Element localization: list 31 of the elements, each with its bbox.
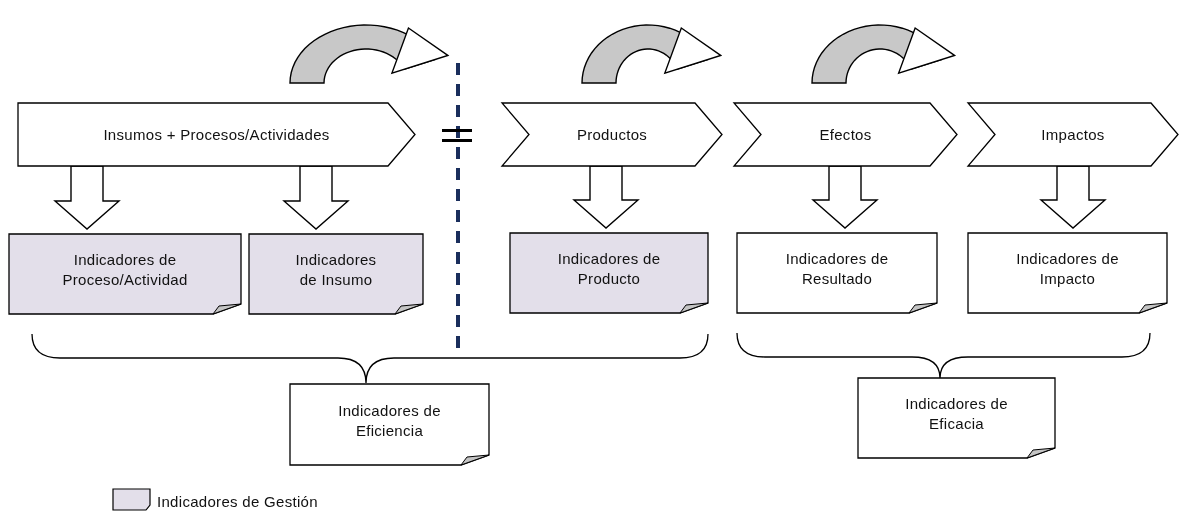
- stage-label: Efectos: [818, 124, 873, 145]
- indicator-label: Indicadores de Resultado: [784, 249, 890, 289]
- indicator-label: Indicadores de Impacto: [1015, 249, 1120, 289]
- note-shape: [249, 234, 423, 314]
- indicator-label: Indicadores de Insumo: [294, 250, 378, 290]
- curved-arrow: [581, 24, 723, 84]
- chevron-shape: [734, 103, 957, 166]
- curved-arrow: [811, 24, 957, 84]
- chevron-shape: [502, 103, 722, 166]
- note-shape: [858, 378, 1055, 458]
- block-arrow: [811, 165, 879, 229]
- indicator-label: Indicadores de Proceso/Actividad: [61, 250, 189, 290]
- block-arrow: [572, 165, 640, 229]
- chevron-shape: [18, 103, 415, 166]
- block-arrow: [53, 165, 121, 230]
- note-shape: [290, 384, 489, 465]
- note-shape: [737, 233, 937, 313]
- stage-label: Insumos + Procesos/Actividades: [102, 124, 331, 145]
- note-shape: [510, 233, 708, 313]
- curved-arrow: [289, 24, 450, 84]
- block-arrow: [282, 165, 350, 230]
- note-shape: [968, 233, 1167, 313]
- indicator-label: Indicadores de Eficacia: [904, 394, 1009, 434]
- chevron-shape: [968, 103, 1178, 166]
- indicator-label: Indicadores de Eficiencia: [337, 400, 442, 441]
- legend-label: Indicadores de Gestión: [157, 492, 318, 512]
- block-arrow: [1039, 165, 1107, 229]
- indicator-label: Indicadores de Producto: [556, 249, 662, 289]
- stage-label: Productos: [575, 124, 649, 145]
- stage-label: Impactos: [1040, 124, 1106, 145]
- note-shape: [9, 234, 241, 314]
